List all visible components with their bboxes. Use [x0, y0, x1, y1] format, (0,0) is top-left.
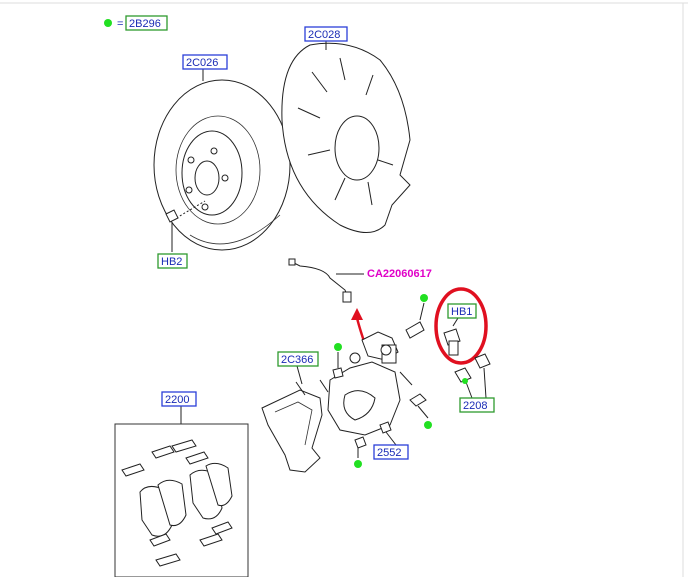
- brake-hose[interactable]: [288, 258, 364, 303]
- guide-pin-bolt-left[interactable]: [405, 294, 428, 339]
- legend-equals: =: [117, 18, 123, 30]
- caps-label: 2208: [463, 400, 487, 412]
- brake-rotor[interactable]: [153, 79, 291, 251]
- guide-bolt-label: HB1: [451, 306, 472, 318]
- brake-caliper[interactable]: [327, 331, 413, 436]
- legend: = 2B296: [104, 15, 168, 31]
- bleeder-bolt[interactable]: [409, 393, 432, 429]
- rotor-retaining-bolt[interactable]: [165, 200, 206, 252]
- guide-bolt[interactable]: [443, 317, 461, 356]
- brake-pads[interactable]: [121, 439, 233, 567]
- bracket-label: 2C366: [281, 354, 313, 366]
- guide-pin-caps[interactable]: [454, 353, 491, 399]
- splash-shield[interactable]: [281, 42, 411, 233]
- caliper-bracket[interactable]: [261, 379, 329, 473]
- shield-label: 2C028: [308, 29, 340, 41]
- lower-bolt-right[interactable]: [379, 421, 397, 446]
- lower-bolt-left[interactable]: [354, 436, 367, 468]
- pads-label: 2200: [165, 394, 189, 406]
- legend-dot-icon: [104, 19, 112, 27]
- bleeder-label: 2552: [377, 447, 401, 459]
- bracket-bolt-upper[interactable]: [332, 343, 344, 379]
- rotor-bolt-label: HB2: [161, 256, 182, 268]
- hose-label: CA22060617: [367, 268, 432, 280]
- legend-code: 2B296: [129, 18, 161, 30]
- rotor-label: 2C026: [186, 57, 218, 69]
- highlight-circle: [434, 287, 488, 365]
